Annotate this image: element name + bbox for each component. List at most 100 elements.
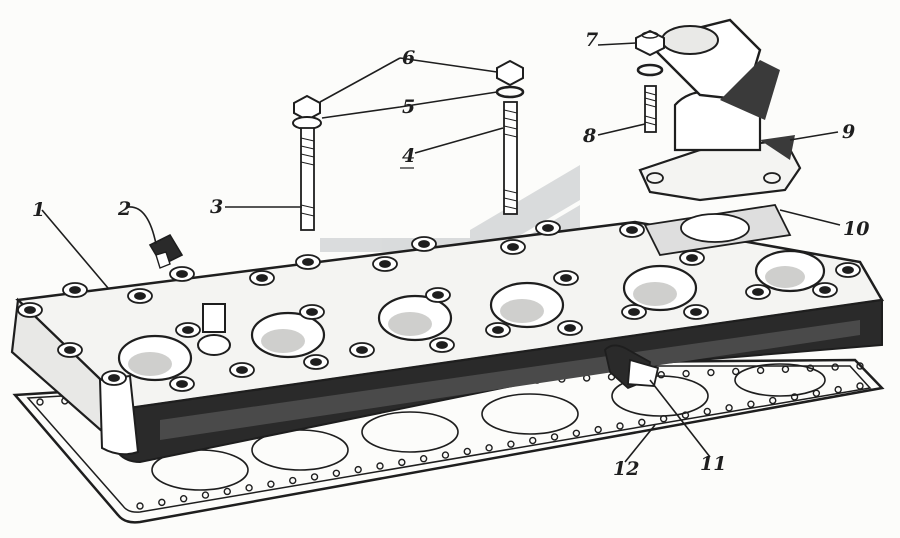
gasket-hole bbox=[681, 411, 690, 419]
gasket-hole bbox=[747, 400, 755, 408]
bolt-hole bbox=[64, 346, 76, 354]
head-bolt-bosses bbox=[17, 220, 861, 392]
bolt-hole bbox=[356, 346, 368, 354]
gasket-hole bbox=[419, 455, 428, 463]
bolt-hole bbox=[686, 254, 698, 262]
gasket-hole bbox=[158, 498, 166, 507]
bolt-hole bbox=[628, 308, 640, 316]
gasket-hole bbox=[756, 366, 765, 375]
gasket-hole bbox=[703, 407, 711, 416]
gasket-hole bbox=[332, 469, 341, 477]
gasket-hole bbox=[267, 480, 275, 488]
gasket-hole bbox=[310, 473, 319, 481]
gasket-hole bbox=[806, 364, 815, 372]
gasket-hole bbox=[707, 368, 715, 377]
bolt-hole bbox=[236, 366, 248, 374]
gasket-hole bbox=[659, 415, 668, 423]
bolt-hole bbox=[560, 274, 572, 282]
gasket-hole bbox=[398, 458, 406, 467]
gasket-hole bbox=[831, 363, 839, 371]
bolt-hole bbox=[842, 266, 854, 274]
head-bolt bbox=[292, 94, 322, 231]
bolt-hole bbox=[379, 260, 391, 268]
gasket-hole bbox=[856, 382, 864, 390]
gasket-hole bbox=[245, 484, 253, 492]
gasket-hole bbox=[223, 487, 231, 496]
left-plug bbox=[148, 233, 184, 269]
gasket-hole bbox=[507, 440, 515, 448]
cylinder-head bbox=[10, 220, 885, 464]
callout-1: 1 bbox=[32, 199, 45, 221]
callout-2: 2 bbox=[117, 198, 131, 220]
bolt-hole bbox=[108, 374, 120, 382]
plug-boss bbox=[197, 303, 231, 356]
gasket-hole bbox=[769, 396, 777, 405]
gasket-hole bbox=[834, 385, 842, 394]
bolt-hole bbox=[690, 308, 702, 316]
gasket-hole bbox=[638, 418, 646, 427]
gasket-hole bbox=[179, 495, 188, 503]
bolt-hole bbox=[24, 306, 36, 314]
gasket-hole bbox=[36, 398, 44, 406]
bolt-hole bbox=[182, 326, 194, 334]
bolt-hole bbox=[418, 240, 430, 248]
callout-labels: 1 2 3 4 5 6 7 8 9 10 11 12 bbox=[32, 29, 869, 480]
bolt-hole bbox=[432, 291, 444, 299]
bolt-hole bbox=[436, 341, 448, 349]
gasket-hole bbox=[616, 422, 624, 430]
bolt-hole bbox=[752, 288, 764, 296]
gasket-hole bbox=[376, 462, 384, 470]
callout-9: 9 bbox=[842, 121, 855, 143]
gasket-hole bbox=[781, 365, 790, 373]
bolt-hole bbox=[819, 286, 831, 294]
callout-8: 8 bbox=[582, 125, 596, 147]
bolt-hole bbox=[507, 243, 519, 251]
gasket-hole bbox=[136, 502, 144, 510]
outlet-lock-washer bbox=[636, 63, 664, 77]
outlet-nut bbox=[635, 29, 665, 57]
gasket-hole bbox=[682, 369, 690, 378]
callout-7: 7 bbox=[585, 29, 598, 51]
bolt-hole bbox=[302, 258, 314, 266]
gasket-hole bbox=[856, 362, 864, 370]
gasket-hole bbox=[289, 476, 297, 485]
gasket-hole bbox=[441, 451, 450, 459]
callout-10: 10 bbox=[843, 218, 869, 240]
gasket-hole bbox=[594, 425, 602, 434]
bolt-hole bbox=[306, 308, 318, 316]
bolt-hole bbox=[69, 286, 81, 294]
gasket-hole bbox=[529, 436, 537, 445]
gasket-hole bbox=[725, 404, 733, 412]
gasket-hole bbox=[812, 389, 821, 397]
leader-lines bbox=[41, 42, 841, 463]
callout-5: 5 bbox=[402, 96, 415, 118]
thermostat-gasket bbox=[643, 204, 792, 256]
gasket-hole bbox=[657, 371, 665, 379]
water-outlet-housing bbox=[638, 18, 802, 202]
callout-11: 11 bbox=[700, 453, 726, 475]
bolt-hole bbox=[256, 274, 268, 282]
gasket-hole bbox=[572, 429, 581, 437]
bolt-hole bbox=[176, 380, 188, 388]
gasket-hole bbox=[354, 465, 362, 474]
gasket-hole bbox=[201, 491, 210, 499]
gasket-hole bbox=[463, 447, 471, 456]
gasket-hole bbox=[550, 433, 559, 441]
outlet-stud bbox=[644, 85, 657, 133]
callout-12: 12 bbox=[613, 458, 639, 480]
callout-4: 4 bbox=[402, 145, 415, 167]
bolt-hole bbox=[626, 226, 638, 234]
bolt-hole bbox=[134, 292, 146, 300]
head-stud bbox=[495, 59, 525, 215]
callout-6: 6 bbox=[402, 47, 415, 69]
gasket-hole bbox=[790, 393, 799, 401]
callout-3: 3 bbox=[210, 196, 223, 218]
bolt-hole bbox=[310, 358, 322, 366]
gasket-hole bbox=[732, 367, 740, 376]
bolt-hole bbox=[564, 324, 576, 332]
bolt-hole bbox=[492, 326, 504, 334]
bolt-hole bbox=[176, 270, 188, 278]
bolt-hole bbox=[542, 224, 554, 232]
